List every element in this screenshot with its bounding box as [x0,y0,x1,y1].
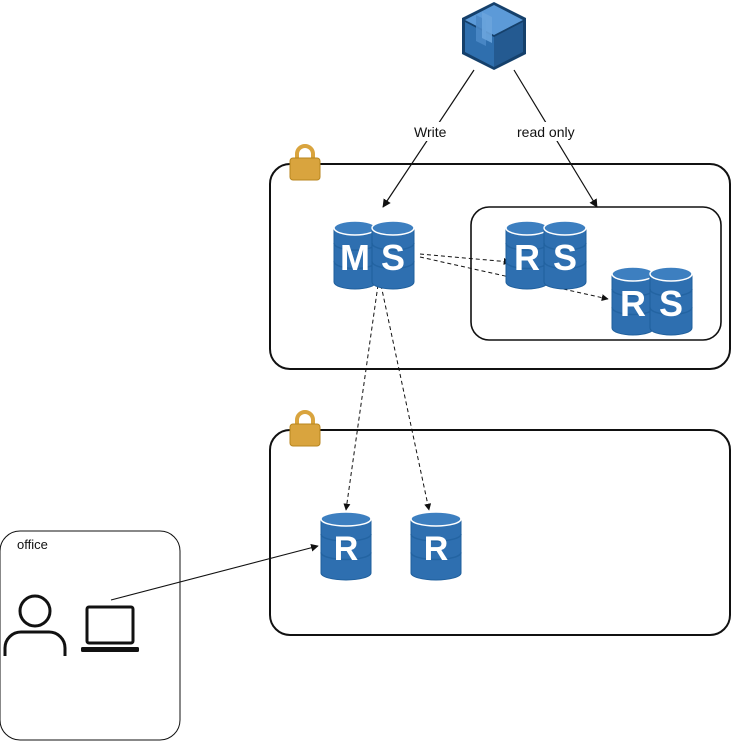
laptop-icon [81,605,139,652]
write-label-bg [410,122,452,141]
read-edge-label: read only [517,124,575,140]
person-icon [3,594,67,656]
database-cylinder: R [505,220,549,290]
database-cylinder: S [371,220,415,290]
database-letter: M [340,237,370,278]
replication-edge [343,284,379,511]
database-letter: S [381,237,405,278]
database-cylinder: R [410,511,462,581]
database-letter: S [659,283,683,324]
database-letter: R [620,283,646,324]
server-cube-icon [462,2,526,70]
replica-database-icon: R [320,511,372,581]
database-letter: R [334,530,359,568]
database-letter: S [553,237,577,278]
database-letter: R [514,237,540,278]
office-access-edge [110,544,319,601]
replica-database-icon: R [410,511,462,581]
office-box [0,530,181,741]
database-cylinder: R [320,511,372,581]
read-label-bg [512,122,582,141]
replication-edge [419,253,511,265]
database-letter: R [424,530,449,568]
office-label: office [17,537,48,552]
database-cylinder: M [333,220,377,290]
database-cylinder: R [611,266,655,336]
write-edge-label: Write [414,124,447,140]
padlock-icon [289,410,321,447]
database-cylinder: S [543,220,587,290]
replication-edge [380,284,432,511]
vpc-lower-box [269,429,731,636]
vpc-upper-box [269,163,731,370]
padlock-icon [289,144,321,181]
database-cylinder: S [649,266,693,336]
